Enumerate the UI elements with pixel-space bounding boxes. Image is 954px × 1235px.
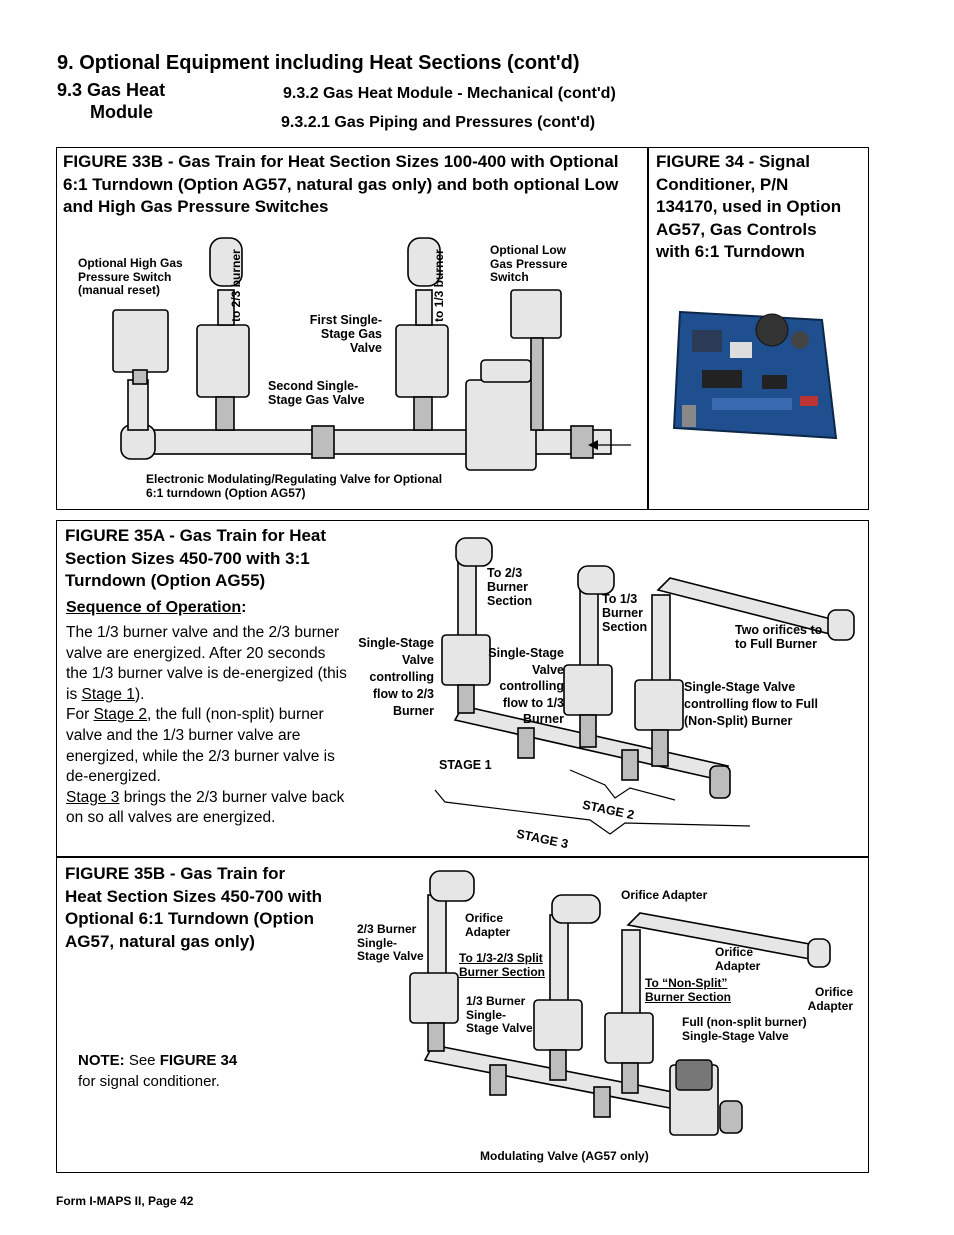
figure-35a-diagram (434, 537, 855, 835)
high-switch-label: Optional High Gas Pressure Switch (manua… (78, 256, 183, 297)
two-orifices-label: Two orifices to to Full Burner (735, 623, 823, 651)
to-23-burner-label: to 2/3 burner (229, 249, 243, 322)
figure-35a-title: FIGURE 35A - Gas Train for Heat Section … (65, 526, 327, 590)
valve-23-label: Single-Stage Valve controlling flow to 2… (358, 636, 434, 718)
sequence-text: The 1/3 burner valve and the 2/3 burner … (66, 623, 350, 829)
section-title: 9. Optional Equipment including Heat Sec… (57, 52, 580, 74)
valve-13-label: Single-Stage Valve controlling flow to 1… (488, 646, 564, 726)
stage-1-ref: Stage 1 (81, 685, 135, 703)
valve-23-35b-label: 2/3 Burner Single-Stage Valve (357, 922, 424, 963)
footer-form: Form I-MAPS II, Page 42 (56, 1194, 194, 1208)
sequence-p1-end: ). (134, 685, 145, 703)
note-figure-ref: FIGURE 34 (159, 1052, 238, 1069)
figure-35b-title: FIGURE 35B - Gas Train for Heat Section … (65, 864, 322, 951)
subsection-line-2: Module (90, 102, 153, 122)
mod-valve-35b-label: Modulating Valve (AG57 only) (480, 1149, 649, 1163)
first-valve-label: First Single-Stage Gas Valve (309, 313, 382, 355)
stage-3-ref: Stage 3 (66, 788, 120, 806)
orifice-adapter-1-label: Orifice Adapter (465, 911, 511, 939)
note-rest: for signal conditioner. (78, 1073, 220, 1090)
orifice-adapter-3-label: Orifice Adapter (715, 945, 761, 973)
second-valve-label: Second Single-Stage Gas Valve (268, 379, 365, 407)
orifice-adapter-2-label: Orifice Adapter (621, 888, 708, 902)
low-switch-label: Optional Low Gas Pressure Switch (490, 243, 568, 284)
note-text: NOTE: See FIGURE 34 for signal condition… (78, 1050, 278, 1092)
sequence-p2-start: For (66, 706, 94, 724)
split-section-label: To 1/3-2/3 Split Burner Section (459, 951, 546, 979)
to-13-section-label: To 1/3 Burner Section (602, 592, 648, 634)
figure-35b-box (56, 857, 869, 1173)
sequence-heading: Sequence of Operation: (66, 599, 246, 617)
full-valve-label: Full (non-split burner) Single-Stage Val… (682, 1015, 807, 1043)
sequence-heading-colon: : (241, 599, 247, 616)
sub-heading-2: 9.3.2.1 Gas Piping and Pressures (cont'd… (281, 114, 596, 131)
stage-2-ref: Stage 2 (93, 706, 147, 724)
subsection-title: 9.3 Gas Heat Module (57, 79, 165, 123)
valve-full-label: Single-Stage Valve controlling flow to F… (684, 680, 819, 728)
figure-35b-diagram (409, 870, 831, 1136)
note-see: See (124, 1052, 160, 1069)
sequence-heading-text: Sequence of Operation (66, 599, 242, 616)
figure-34-box (647, 147, 869, 510)
figure-33b-box (56, 147, 649, 510)
sequence-p1: The 1/3 burner valve and the 2/3 burner … (66, 624, 347, 703)
mod-valve-label: Electronic Modulating/Regulating Valve f… (146, 472, 443, 500)
figure-33b-title: FIGURE 33B - Gas Train for Heat Section … (63, 152, 619, 216)
sequence-p2: , the full (non-split) burner valve and … (66, 706, 335, 786)
valve-13-35b-label: 1/3 Burner Single-Stage Valve (466, 994, 533, 1035)
to-23-section-label: To 2/3 Burner Section (487, 566, 533, 608)
note-label: NOTE: (78, 1052, 125, 1069)
figure-34-title: FIGURE 34 - Signal Conditioner, P/N 1341… (656, 152, 842, 261)
signal-conditioner-image (672, 310, 838, 440)
to-13-burner-label: to 1/3 burner (432, 249, 446, 322)
figure-33b-diagram (112, 237, 631, 471)
sequence-p3: brings the 2/3 burner valve back on so a… (66, 788, 345, 827)
subsection-line-1: 9.3 Gas Heat (57, 80, 166, 100)
sub-heading-1: 9.3.2 Gas Heat Module - Mechanical (cont… (283, 85, 616, 102)
orifice-adapter-4-label: Orifice Adapter (807, 985, 853, 1013)
figure-35a-box (56, 520, 869, 857)
stage-1-label: STAGE 1 (439, 758, 492, 772)
non-split-label: To “Non-Split” Burner Section (645, 976, 732, 1004)
